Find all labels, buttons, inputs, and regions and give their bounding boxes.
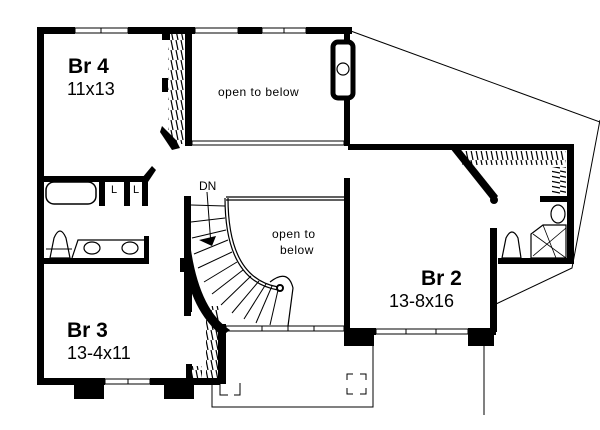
br3-closet (186, 290, 220, 380)
windows (74, 27, 469, 385)
room-name-br2: Br 2 (421, 267, 462, 290)
br4-closet (160, 34, 185, 150)
stair-down-label: DN (199, 179, 217, 193)
open-to-below-stair-label-line1: open to (272, 227, 316, 241)
open-to-below-top-label: open to below (218, 85, 300, 99)
open-to-below-stair-label-line2: below (280, 243, 314, 257)
room-dims-br3: 13-4x11 (67, 343, 131, 363)
br2-closet-bath (450, 146, 568, 259)
exterior-walls (37, 27, 574, 399)
fireplace (330, 39, 356, 101)
room-dims-br2: 13-8x16 (389, 291, 455, 311)
room-name-br3: Br 3 (67, 319, 108, 342)
dryer-label: L (133, 184, 140, 196)
hall-bath (44, 166, 156, 264)
spiral-stair (180, 191, 344, 336)
washer-label: L (111, 184, 118, 196)
roof-outline (347, 29, 600, 415)
porch (211, 346, 374, 408)
room-dims-br4: 11x13 (67, 79, 115, 99)
room-name-br4: Br 4 (68, 55, 109, 78)
